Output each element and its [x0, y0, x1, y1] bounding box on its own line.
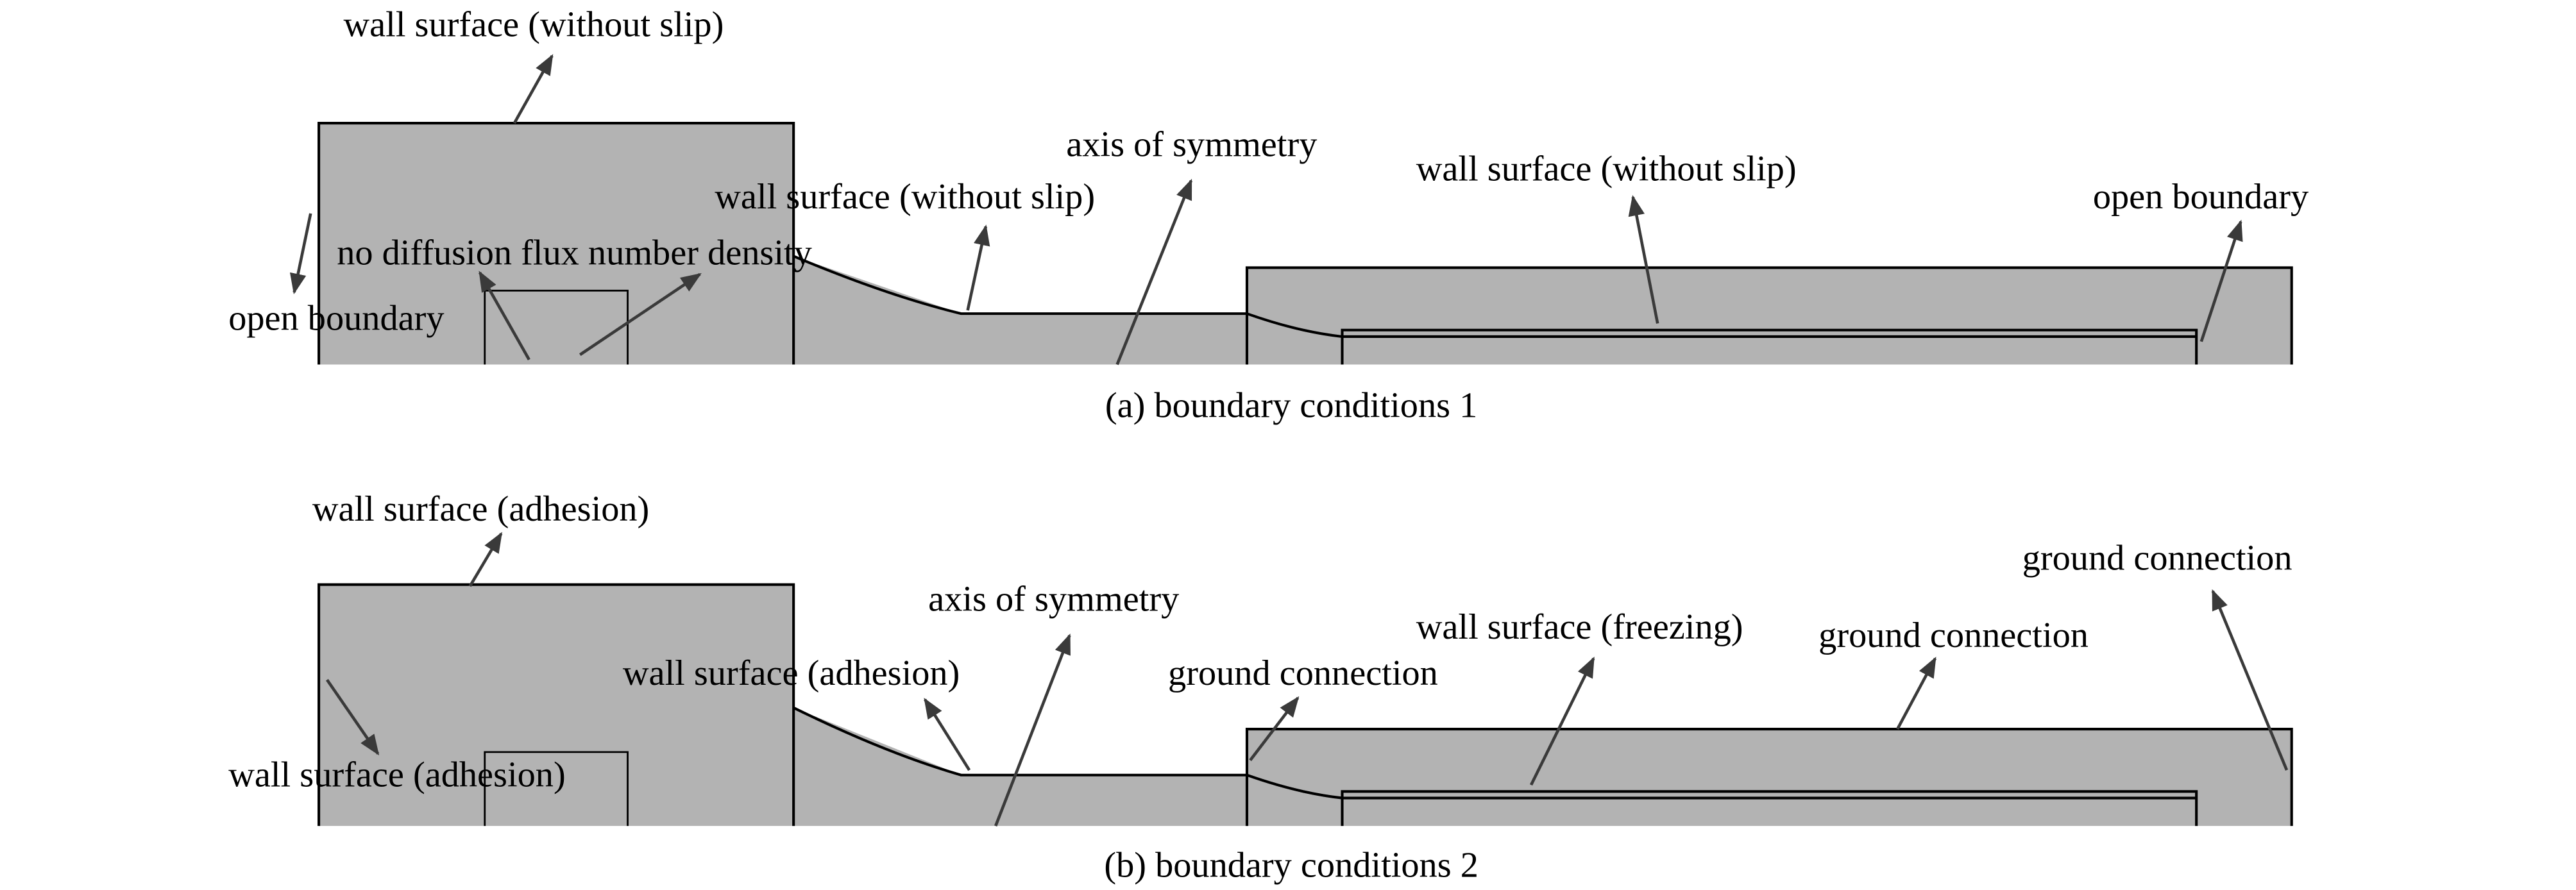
arrow-left-wall: [325, 678, 380, 756]
arrow-ground-mid: [1249, 696, 1300, 762]
nozzle-box-edge: [484, 289, 629, 365]
diffuser-wall: [1246, 773, 2197, 800]
label-open-left: open boundary: [228, 299, 444, 339]
arrow-no-diffusion-2: [579, 273, 702, 357]
arrow-top-wall: [513, 54, 554, 124]
right-chamber-edge: [1245, 727, 2293, 827]
geometry-b: [318, 583, 2293, 827]
label-ground-mid: ground connection: [1168, 653, 1438, 693]
arrow-ground-top: [1896, 657, 1937, 730]
left-chamber-edge: [318, 122, 795, 365]
panel-a: wall surface (without slip) open boundar…: [228, 4, 2309, 425]
label-no-diffusion: no diffusion flux number density: [337, 233, 812, 273]
arrow-axis: [1115, 178, 1193, 365]
arrow-open-left: [289, 213, 312, 294]
label-left-wall: wall surface (adhesion): [228, 755, 566, 795]
arrow-axis: [994, 634, 1071, 827]
arrow-slope-wall: [924, 698, 971, 771]
diffuser-wall: [1246, 312, 2197, 339]
domain-region: [319, 584, 2292, 827]
caption-a: (a) boundary conditions 1: [1105, 385, 1477, 425]
caption-b: (b) boundary conditions 2: [1104, 846, 1479, 886]
label-top-wall: wall surface (without slip): [343, 4, 724, 44]
label-freezing: wall surface (freezing): [1416, 607, 1743, 647]
geometry-a: [318, 122, 2293, 365]
label-ground-top: ground connection: [1818, 616, 2089, 655]
label-axis: axis of symmetry: [1066, 124, 1317, 164]
label-top-wall: wall surface (adhesion): [312, 489, 650, 529]
arrow-freezing: [1529, 657, 1595, 786]
arrow-right-wall: [1628, 195, 1659, 324]
label-right-wall: wall surface (without slip): [1416, 149, 1797, 189]
converging-wall: [793, 706, 1247, 777]
nozzle-box-edge: [484, 751, 629, 827]
label-slope-wall: wall surface (adhesion): [623, 653, 960, 693]
label-axis: axis of symmetry: [928, 580, 1179, 619]
label-ground-right: ground connection: [2022, 539, 2292, 578]
inner-plate-top: [1341, 328, 2198, 365]
arrow-ground-right: [2211, 589, 2289, 771]
inner-plate-top: [1341, 790, 2198, 827]
right-chamber-edge: [1245, 266, 2293, 365]
domain-region: [319, 123, 2292, 365]
arrow-slope-wall: [966, 224, 990, 311]
converging-wall: [793, 255, 1247, 315]
arrow-top-wall: [468, 532, 503, 587]
label-slope-wall: wall surface (without slip): [715, 177, 1095, 217]
left-chamber-edge: [318, 583, 795, 827]
arrow-open-right: [2199, 219, 2243, 342]
arrow-no-diffusion-1: [479, 271, 530, 360]
label-open-right: open boundary: [2093, 177, 2309, 217]
panel-b: wall surface (adhesion) wall surface (ad…: [228, 489, 2293, 886]
